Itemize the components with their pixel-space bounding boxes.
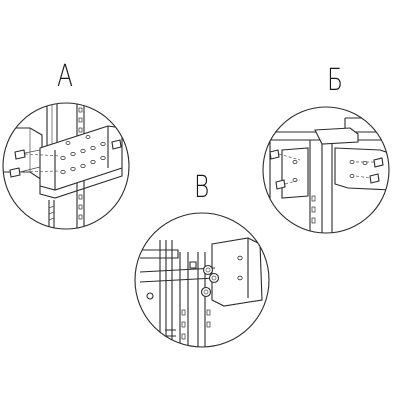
screw-icon-b2	[275, 179, 286, 190]
screw-icon-v2	[146, 292, 154, 300]
screw-icon-a3	[111, 139, 122, 150]
detail-label-b: Б	[327, 63, 344, 98]
detail-label-a: А	[57, 59, 74, 94]
screw-icon-b1	[269, 149, 280, 160]
detail-circle-a	[2, 102, 130, 230]
bracket-top-b	[314, 127, 359, 145]
screw-icon-v1	[189, 261, 197, 269]
detail-circle-v	[134, 212, 270, 348]
detail-circle-b	[262, 106, 390, 234]
rail-plate-b	[334, 147, 389, 191]
detail-label-v: В	[194, 170, 210, 205]
bracket-holes-a	[60, 135, 106, 174]
bracket-left-b	[281, 147, 309, 199]
screw-icon-a2	[9, 166, 41, 178]
nut-icon-v3	[200, 286, 212, 298]
nut-icon-v2	[208, 272, 220, 284]
post-holes-b	[311, 195, 316, 224]
bracket-plate-v	[211, 237, 263, 307]
screw-icon-b4	[369, 173, 380, 184]
post-holes-v	[181, 309, 211, 340]
screw-icon-b3	[373, 157, 384, 168]
nut-icon-v1	[202, 264, 214, 276]
screw-icon-a1	[14, 149, 41, 160]
